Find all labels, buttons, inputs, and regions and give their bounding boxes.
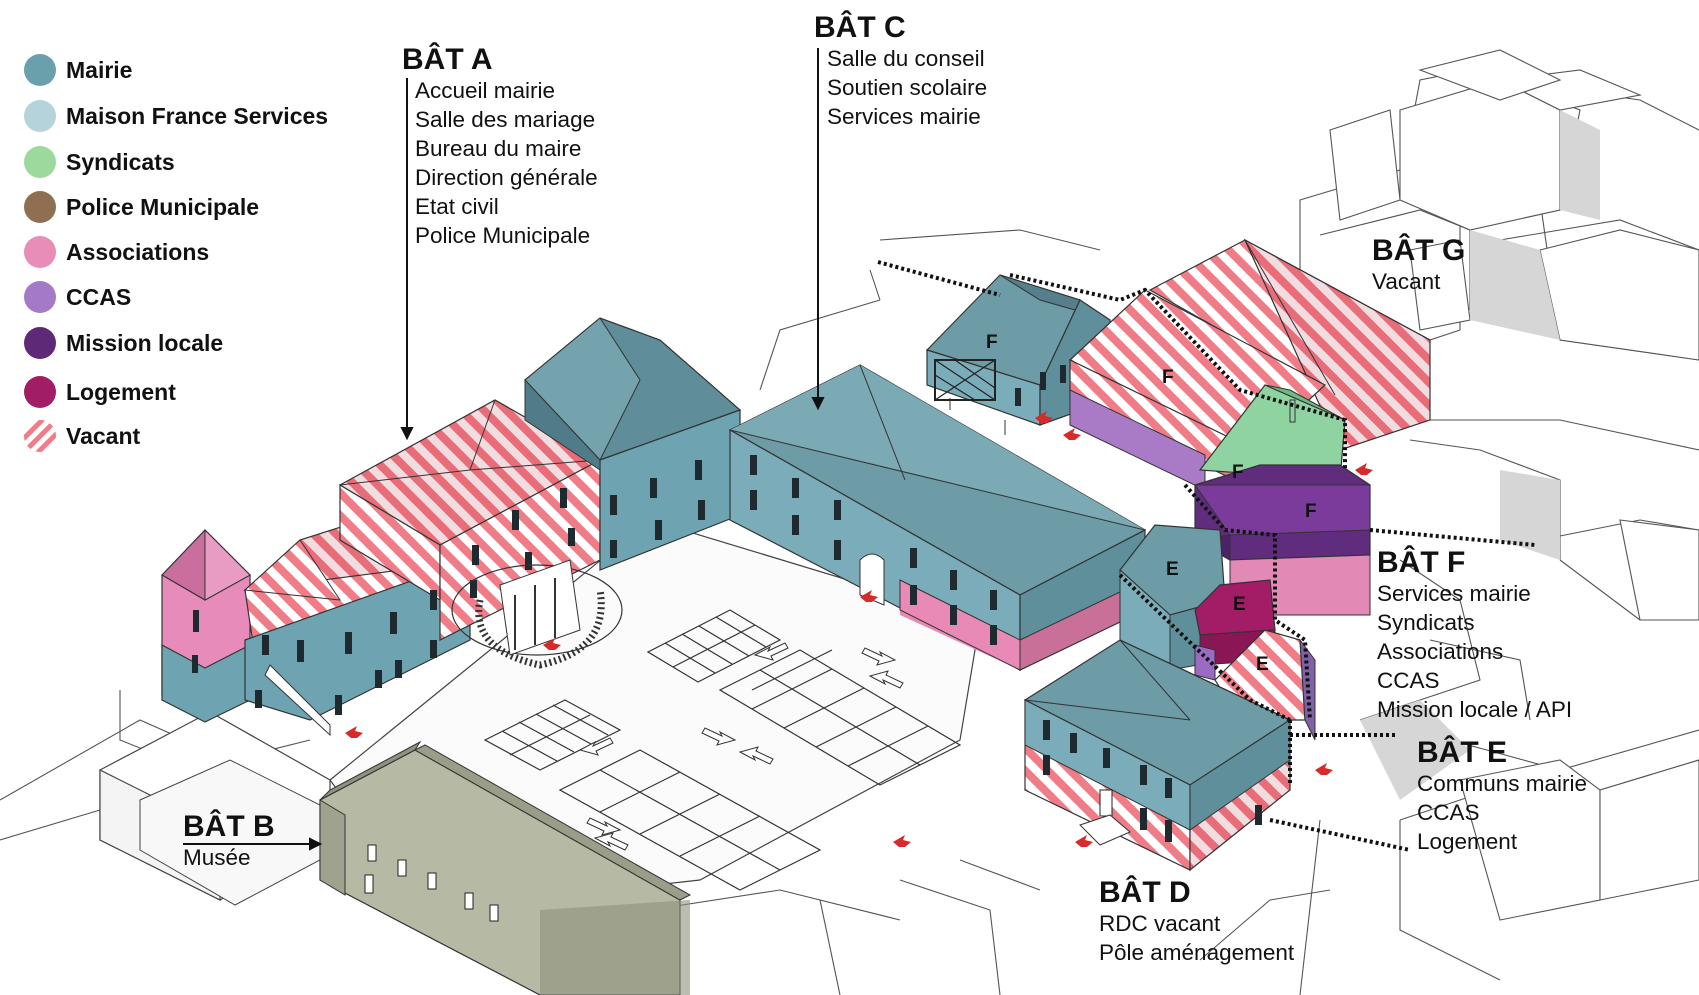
bat-a-line: Etat civil — [415, 194, 499, 219]
legend-label: Associations — [66, 238, 210, 265]
letter-f4: F — [1305, 501, 1317, 522]
letter-f3: F — [1232, 462, 1244, 483]
bat-e-title: BÂT E — [1417, 736, 1507, 769]
letter-e1: E — [1166, 559, 1179, 580]
bat-f-lines: Services mairie Syndicats Associations C… — [1377, 579, 1572, 724]
bat-f-line: Mission locale / API — [1377, 697, 1573, 722]
bat-a-line: Accueil mairie — [415, 78, 556, 103]
bat-e-line: Communs mairie — [1417, 771, 1588, 796]
boundary-lines — [877, 260, 1536, 852]
legend-swatch — [24, 54, 56, 86]
bat-d-line: Pôle aménagement — [1099, 940, 1295, 965]
legend-swatch — [24, 327, 56, 359]
bat-f-line: Syndicats — [1377, 610, 1475, 635]
legend-item-mairie: Mairie — [24, 52, 132, 88]
building-a — [161, 399, 602, 737]
building-e — [1119, 524, 1316, 741]
legend-label: Mission locale — [66, 329, 224, 356]
bat-f-line: Services mairie — [1377, 581, 1531, 606]
legend-swatch — [24, 191, 56, 223]
legend-item-associations: Associations — [24, 234, 209, 270]
bat-a-line: Direction générale — [415, 165, 598, 190]
legend-label: Mairie — [66, 56, 133, 83]
legend-item-maison-france-services: Maison France Services — [24, 98, 328, 134]
legend-item-vacant: Vacant — [24, 418, 140, 454]
context-buildings — [1329, 49, 1699, 921]
label-bat-f: BÂT F Services mairie Syndicats Associat… — [1377, 547, 1572, 724]
legend-label: Syndicats — [66, 148, 175, 175]
legend-swatch — [24, 100, 56, 132]
label-bat-e: BÂT E Communs mairie CCAS Logement — [1417, 737, 1587, 856]
label-bat-b: BÂT B Musée — [183, 811, 275, 872]
letter-e3: E — [1256, 654, 1269, 675]
legend-item-logement: Logement — [24, 374, 176, 410]
letter-f1: F — [986, 332, 998, 353]
bat-c-line: Soutien scolaire — [827, 75, 988, 100]
bat-a-title: BÂT A — [402, 43, 493, 76]
bat-c-lines: Salle du conseil Soutien scolaire Servic… — [814, 44, 987, 131]
bat-c-line: Salle du conseil — [827, 46, 985, 71]
legend-item-police-municipale: Police Municipale — [24, 189, 259, 225]
spiral-staircase — [451, 559, 623, 669]
bat-c-title: BÂT C — [814, 11, 906, 44]
building-d — [1023, 639, 1292, 872]
legend-swatch — [24, 420, 56, 452]
bat-g-line: Vacant — [1372, 269, 1441, 294]
label-bat-g: BÂT G Vacant — [1372, 235, 1465, 296]
bat-f-title: BÂT F — [1377, 546, 1466, 579]
letter-e2: E — [1233, 594, 1246, 615]
bat-b-lines: Musée — [183, 843, 275, 872]
bat-a-line: Salle des mariage — [415, 107, 596, 132]
building-f — [925, 274, 1371, 616]
bat-g-lines: Vacant — [1372, 267, 1465, 296]
leader-lines — [183, 48, 825, 851]
bat-a-line: Police Municipale — [415, 223, 591, 248]
legend-swatch — [24, 236, 56, 268]
bat-d-line: RDC vacant — [1099, 911, 1221, 936]
bat-f-line: Associations — [1377, 639, 1504, 664]
bat-d-lines: RDC vacant Pôle aménagement — [1099, 909, 1294, 967]
legend-item-ccas: CCAS — [24, 279, 131, 315]
legend-label: Vacant — [66, 422, 141, 449]
parking-bays — [483, 609, 962, 891]
legend-swatch — [24, 281, 56, 313]
bat-b-line: Musée — [183, 845, 251, 870]
bat-f-line: CCAS — [1377, 668, 1440, 693]
letter-f2: F — [1162, 367, 1174, 388]
bat-e-line: CCAS — [1417, 800, 1480, 825]
bat-d-title: BÂT D — [1099, 876, 1191, 909]
building-c — [728, 364, 1147, 671]
bat-a-lines: Accueil mairie Salle des mariage Bureau … — [402, 76, 598, 250]
building-a-mairie — [524, 317, 742, 571]
bat-e-line: Logement — [1417, 829, 1518, 854]
context-shadows — [1360, 110, 1600, 800]
legend-label: Logement — [66, 378, 176, 405]
bat-b-title: BÂT B — [183, 810, 275, 843]
label-bat-c: BÂT C Salle du conseil Soutien scolaire … — [814, 12, 987, 131]
bat-c-line: Services mairie — [827, 104, 981, 129]
building-b — [99, 711, 692, 995]
bat-g-title: BÂT G — [1372, 234, 1466, 267]
legend-label: Maison France Services — [66, 102, 329, 129]
entry-arrows — [345, 411, 1373, 847]
label-bat-a: BÂT A Accueil mairie Salle des mariage B… — [402, 44, 598, 250]
legend-swatch — [24, 376, 56, 408]
bat-e-lines: Communs mairie CCAS Logement — [1417, 769, 1587, 856]
label-bat-d: BÂT D RDC vacant Pôle aménagement — [1099, 877, 1294, 967]
legend-item-syndicats: Syndicats — [24, 144, 175, 180]
legend-item-mission-locale: Mission locale — [24, 325, 223, 361]
traffic-arrows — [578, 642, 904, 851]
legend-label: Police Municipale — [66, 193, 259, 220]
legend-swatch — [24, 146, 56, 178]
bat-a-line: Bureau du maire — [415, 136, 582, 161]
legend-label: CCAS — [66, 283, 132, 310]
